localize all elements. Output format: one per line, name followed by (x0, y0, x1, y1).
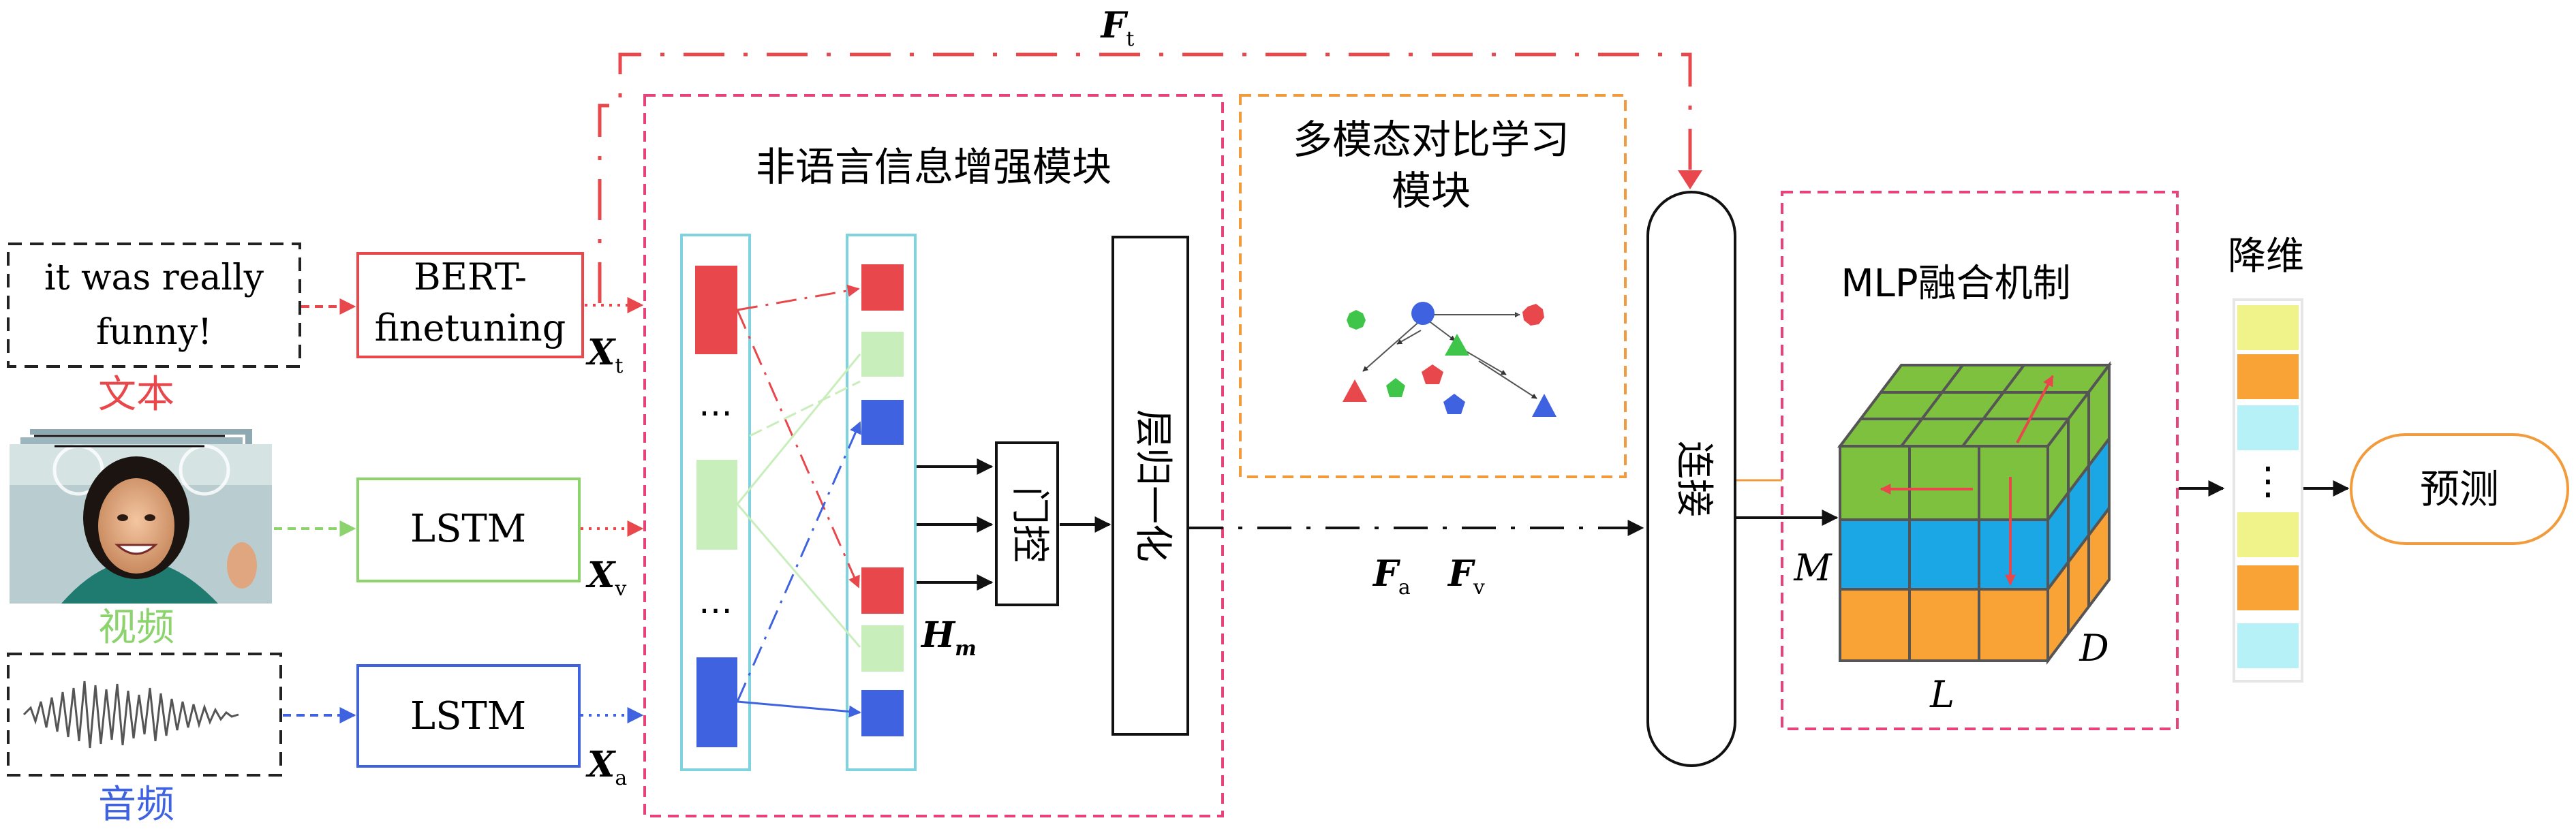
l-label: L (1929, 673, 1954, 716)
bert-encoder-box: BERT- finetuning (356, 252, 584, 358)
mlp-module-border (1781, 191, 2179, 730)
hm-audio-block-top (861, 400, 904, 445)
video-feature-block (696, 460, 737, 550)
layernorm-label: 层归一化 (1131, 409, 1175, 562)
hm-symbol: Hm (920, 614, 977, 661)
text-modality-label: 文本 (98, 373, 174, 417)
hm-text-block-bottom (861, 567, 904, 614)
fv-symbol: Fv (1447, 553, 1485, 599)
xt-symbol: Xt (585, 332, 623, 378)
green-pentagon-node (1386, 378, 1405, 397)
bert-label-line-2: finetuning (375, 307, 566, 349)
audio-input-box (7, 653, 282, 777)
dimred-vector: ⋮ (2233, 298, 2303, 683)
contrastive-graph-icon (1343, 302, 1557, 417)
fa-symbol: Fa (1372, 553, 1411, 599)
mlp-module-title: MLP融合机制 (1841, 262, 2070, 306)
ft-symbol: Ft (1100, 5, 1135, 51)
audio-modality-label: 音频 (98, 783, 174, 827)
audio-feature-block (696, 657, 737, 747)
prediction-label: 预测 (2420, 466, 2499, 512)
red-triangle-node-left (1343, 379, 1367, 402)
bert-label-line-1: BERT- (414, 255, 527, 298)
audio-lstm-label: LSTM (410, 694, 526, 738)
video-lstm-box: LSTM (356, 478, 581, 582)
input-feature-column (680, 234, 751, 771)
nonverbal-module-title: 非语言信息增强模块 (756, 144, 1111, 190)
cube-direction-arrows (1880, 375, 2054, 586)
video-frames-image (10, 426, 272, 604)
green-triangle-node (1445, 334, 1469, 356)
layernorm-box: 层归一化 (1111, 236, 1189, 736)
left-dots-1: … (699, 384, 733, 424)
xv-symbol: Xv (585, 554, 626, 601)
prediction-box: 预测 (2350, 433, 2569, 545)
mlp-cube-icon (1837, 361, 2113, 665)
hm-to-gate-arrows (917, 458, 994, 591)
d-label: D (2079, 627, 2109, 670)
video-frame-front (10, 444, 272, 604)
text-feature-block (695, 266, 737, 354)
blue-triangle-node (1532, 394, 1557, 417)
hm-video-block-top (861, 332, 904, 377)
video-modality-label: 视频 (98, 606, 174, 650)
video-lstm-label: LSTM (410, 507, 526, 551)
attention-connections (736, 284, 861, 718)
hm-text-block-top (861, 264, 904, 311)
text-sample-line-1: it was really (44, 257, 264, 298)
gate-box: 门控 (995, 441, 1059, 606)
contrastive-title-line-2: 模块 (1392, 168, 1471, 214)
nonverbal-module-border (643, 94, 1224, 817)
audio-lstm-box: LSTM (356, 664, 581, 768)
dimred-vdots: ⋮ (2249, 459, 2287, 503)
contrastive-module-border (1239, 94, 1627, 478)
contrastive-title-line-1: 多模态对比学习 (1293, 116, 1569, 163)
blue-pentagon-node (1443, 394, 1465, 414)
hm-video-block-bottom (861, 625, 904, 672)
audio-waveform-icon (22, 681, 239, 749)
xa-symbol: Xa (585, 744, 627, 790)
left-dots-2: … (699, 582, 733, 621)
concat-box: 连接 (1646, 191, 1736, 767)
hm-feature-column (846, 234, 917, 771)
concat-label: 连接 (1672, 441, 1716, 517)
text-sample-line-2: funny! (96, 312, 212, 353)
text-input-box: it was really funny! (7, 243, 301, 368)
green-octagon-node (1347, 310, 1366, 330)
hm-audio-block-bottom (861, 690, 904, 736)
red-pentagon-node (1422, 364, 1443, 384)
red-octagon-node (1522, 304, 1544, 326)
gate-label: 门控 (1007, 486, 1052, 563)
blue-circle-node (1411, 302, 1435, 325)
m-label: M (1793, 546, 1833, 589)
dimred-title: 降维 (2228, 234, 2304, 279)
ft-feedback-path (598, 52, 1702, 303)
